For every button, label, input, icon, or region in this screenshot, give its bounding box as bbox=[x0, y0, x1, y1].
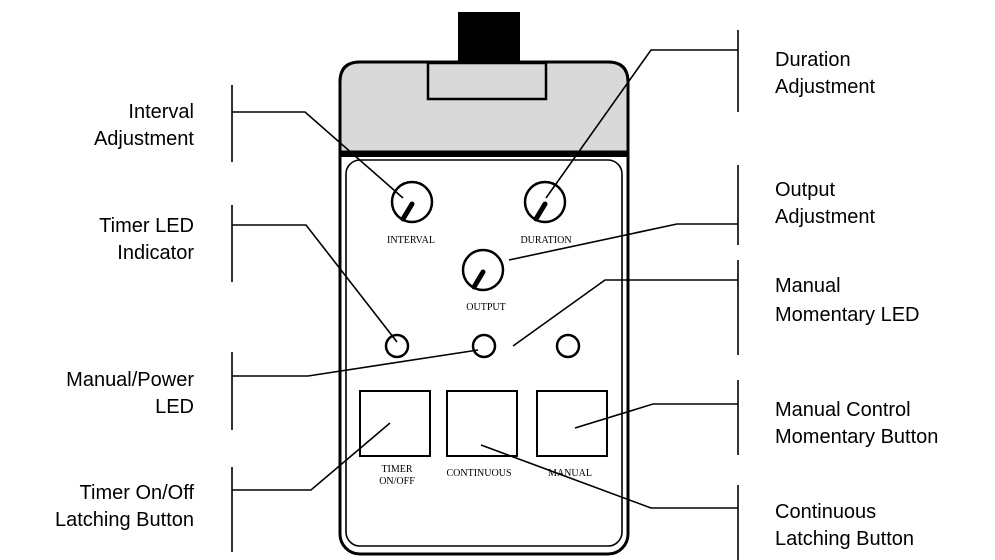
leader-manual-power bbox=[232, 349, 479, 377]
leader-timer-button bbox=[232, 422, 391, 491]
leader-continuous bbox=[480, 444, 738, 509]
timer-button[interactable] bbox=[359, 390, 431, 457]
interval-panel-label: INTERVAL bbox=[387, 235, 435, 246]
leader-interval bbox=[232, 111, 404, 199]
duration-knob[interactable] bbox=[523, 180, 567, 224]
leader-output bbox=[508, 223, 738, 261]
timer-panel-label-line2: ON/OFF bbox=[379, 476, 415, 487]
timer-led bbox=[384, 333, 410, 359]
manual-panel-label: MANUAL bbox=[548, 468, 592, 479]
leader-duration bbox=[545, 49, 738, 199]
duration-panel-label: DURATION bbox=[520, 235, 571, 246]
manual-power-led bbox=[471, 333, 497, 359]
manual-momentary-led bbox=[555, 333, 581, 359]
output-panel-label: OUTPUT bbox=[466, 302, 505, 313]
leader-manual-button bbox=[574, 403, 738, 429]
leader-timer-led bbox=[232, 224, 398, 343]
device-cap bbox=[338, 60, 630, 154]
cap-slot bbox=[426, 61, 548, 101]
manual-button[interactable] bbox=[536, 390, 608, 457]
leader-manual-led bbox=[512, 279, 738, 347]
continuous-panel-label: CONTINUOUS bbox=[447, 468, 512, 479]
output-knob[interactable] bbox=[461, 248, 505, 292]
timer-panel-label-line1: TIMER bbox=[381, 464, 412, 475]
continuous-button[interactable] bbox=[446, 390, 518, 457]
interval-knob[interactable] bbox=[390, 180, 434, 224]
